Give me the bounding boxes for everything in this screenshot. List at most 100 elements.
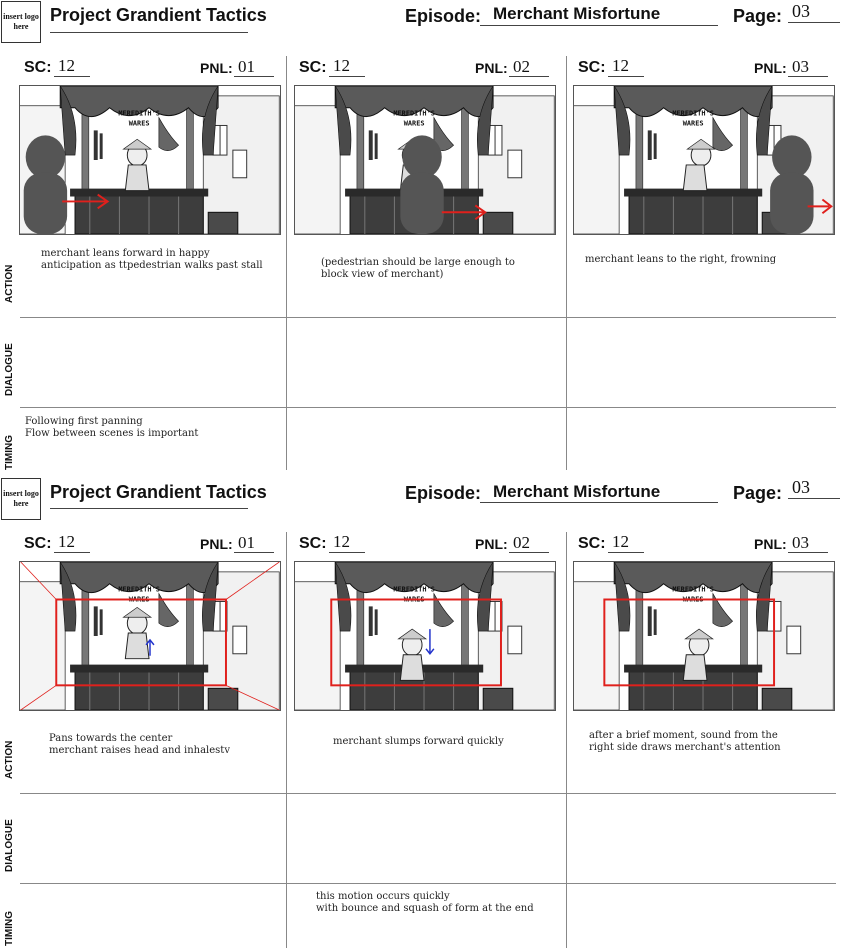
- row-divider: [20, 883, 836, 884]
- svg-text:WARES: WARES: [129, 119, 150, 127]
- row-divider: [20, 793, 836, 794]
- panel-sketch: MEREDITH'S WARES: [20, 562, 280, 710]
- svg-text:MEREDITH'S: MEREDITH'S: [393, 110, 435, 118]
- title-underline: [50, 32, 248, 33]
- panel-sketch: MEREDITH'S WARES: [295, 86, 555, 234]
- storyboard-sheet-1: insert logo here Project Grandient Tacti…: [1, 1, 840, 470]
- action-note: merchant slumps forward quickly: [333, 736, 504, 748]
- svg-text:MEREDITH'S: MEREDITH'S: [672, 586, 714, 594]
- logo-placeholder: insert logo here: [1, 478, 41, 520]
- storyboard-panel-image: MEREDITH'S WARES: [19, 561, 281, 711]
- panel-underline: [788, 76, 828, 77]
- panel-sketch: MEREDITH'S WARES: [295, 562, 555, 710]
- svg-text:MEREDITH'S: MEREDITH'S: [118, 110, 159, 118]
- page-underline: [788, 22, 840, 23]
- column-divider: [566, 532, 567, 948]
- note-line: merchant slumps forward quickly: [333, 736, 504, 747]
- sc-label: SC:: [24, 59, 52, 76]
- episode-underline: [480, 502, 718, 503]
- panel-number: 03: [792, 533, 809, 552]
- pnl-label: PNL:: [200, 536, 233, 552]
- timing-note: this motion occurs quickly with bounce a…: [316, 891, 534, 915]
- scene-underline: [329, 76, 365, 77]
- project-title: Project Grandient Tactics: [50, 5, 267, 25]
- note-line: Pans towards the center: [49, 733, 173, 744]
- row-label-action: ACTION: [4, 264, 15, 303]
- panel-underline: [509, 76, 549, 77]
- page-label: Page:: [733, 6, 783, 26]
- scene-number: 12: [58, 56, 75, 75]
- action-note: (pedestrian should be large enough to bl…: [321, 257, 515, 281]
- episode-label: Episode:: [405, 483, 482, 503]
- note-line: (pedestrian should be large enough to: [321, 257, 515, 268]
- page-number: 03: [792, 1, 810, 21]
- column-divider: [286, 532, 287, 948]
- panel-underline: [234, 76, 274, 77]
- row-label-action: ACTION: [4, 740, 15, 779]
- row-divider: [20, 407, 836, 408]
- panel-number: 02: [513, 57, 530, 76]
- svg-text:WARES: WARES: [404, 119, 425, 127]
- note-line: right side draws merchant's attention: [589, 742, 781, 753]
- action-note: after a brief moment, sound from the rig…: [589, 730, 781, 754]
- panel-header-2: SC: 12 PNL: 02: [295, 532, 557, 556]
- panel-number: 01: [238, 57, 255, 76]
- page-underline: [788, 498, 840, 499]
- svg-text:MEREDITH'S: MEREDITH'S: [393, 586, 435, 594]
- row-label-dialogue: DIALOGUE: [4, 819, 15, 872]
- action-note: merchant leans forward in happy anticipa…: [41, 248, 263, 272]
- panel-sketch: MEREDITH'S WARES: [574, 86, 834, 234]
- note-line: this motion occurs quickly: [316, 891, 450, 902]
- episode-title: Merchant Misfortune: [493, 4, 661, 23]
- panel-underline: [234, 552, 274, 553]
- note-line: Following first panning: [25, 416, 143, 427]
- svg-text:MEREDITH'S: MEREDITH'S: [672, 110, 714, 118]
- storyboard-panel-image: MEREDITH'S WARES: [573, 561, 835, 711]
- storyboard-panel-image: MEREDITH'S WARES: [294, 85, 556, 235]
- row-label-timing: TIMING: [4, 435, 15, 470]
- sc-label: SC:: [299, 535, 327, 552]
- scene-underline: [608, 552, 644, 553]
- panel-header-1: SC: 12 PNL: 01: [20, 56, 282, 80]
- scene-number: 12: [333, 56, 350, 75]
- action-note: merchant leans to the right, frowning: [585, 254, 776, 266]
- pnl-label: PNL:: [475, 60, 508, 76]
- scene-underline: [608, 76, 644, 77]
- row-divider: [20, 317, 836, 318]
- scene-number: 12: [333, 532, 350, 551]
- panel-sketch: MEREDITH'S WARES: [574, 562, 834, 710]
- timing-note: Following first panning Flow between sce…: [25, 416, 198, 440]
- scene-underline: [54, 552, 90, 553]
- note-line: block view of merchant): [321, 269, 444, 280]
- note-line: merchant leans forward in happy: [41, 248, 210, 259]
- note-line: merchant raises head and inhalestv: [49, 745, 230, 756]
- page-number: 03: [792, 477, 810, 497]
- panel-number: 03: [792, 57, 809, 76]
- scene-number: 12: [612, 56, 629, 75]
- title-underline: [50, 508, 248, 509]
- note-line: after a brief moment, sound from the: [589, 730, 778, 741]
- storyboard-panel-image: MEREDITH'S WARES: [573, 85, 835, 235]
- scene-number: 12: [612, 532, 629, 551]
- episode-title: Merchant Misfortune: [493, 482, 661, 501]
- row-label-timing: TIMING: [4, 911, 15, 946]
- logo-placeholder: insert logo here: [1, 1, 41, 43]
- pnl-label: PNL:: [200, 60, 233, 76]
- sc-label: SC:: [578, 535, 606, 552]
- note-line: merchant leans to the right, frowning: [585, 254, 777, 265]
- scene-underline: [54, 76, 90, 77]
- page-label: Page:: [733, 483, 783, 503]
- scene-underline: [329, 552, 365, 553]
- storyboard-sheet-2: insert logo here Project Grandient Tacti…: [0, 474, 843, 948]
- svg-text:WARES: WARES: [683, 119, 704, 127]
- panel-header-3: SC: 12 PNL: 03: [574, 532, 836, 556]
- panel-header-1: SC: 12 PNL: 01: [20, 532, 282, 556]
- panel-header-2: SC: 12 PNL: 02: [295, 56, 557, 80]
- scene-number: 12: [58, 532, 75, 551]
- row-label-dialogue: DIALOGUE: [4, 343, 15, 396]
- storyboard-panel-image: MEREDITH'S WARES: [294, 561, 556, 711]
- note-line: anticipation as ttpedestrian walks past …: [41, 260, 263, 271]
- svg-text:MEREDITH'S: MEREDITH'S: [118, 586, 159, 594]
- panel-underline: [788, 552, 828, 553]
- panel-number: 01: [238, 533, 255, 552]
